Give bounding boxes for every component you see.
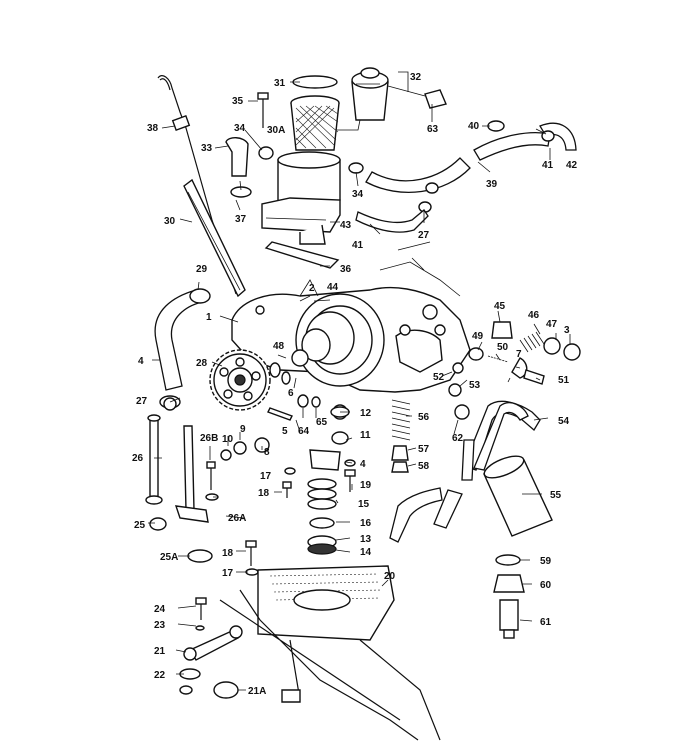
part-number-label: 16 <box>360 518 372 529</box>
part-number-label: 54 <box>558 416 570 427</box>
part-number-label: 6 <box>288 388 294 399</box>
dipstick-38 <box>157 75 237 295</box>
gear-7 <box>209 349 271 411</box>
fasteners-row <box>163 362 350 461</box>
relief-valve-stack <box>282 431 356 555</box>
part-number-label: 63 <box>427 124 439 135</box>
hose-54 <box>461 400 541 481</box>
bolts-left <box>195 461 259 631</box>
bolt-35 <box>257 92 269 128</box>
part-number-label: 2 <box>309 283 315 294</box>
bracket-21 <box>179 625 243 699</box>
part-number-label: 10 <box>222 434 234 445</box>
part-number-label: 62 <box>452 433 464 444</box>
part-number-label: 7 <box>516 349 522 360</box>
oil-filter-55 <box>483 455 553 537</box>
part-number-label: 41 <box>352 240 364 251</box>
part-number-label: 26 <box>132 453 144 464</box>
part-number-label: 21 <box>154 646 166 657</box>
part-number-label: 59 <box>540 556 552 567</box>
part-number-label: 5 <box>282 426 288 437</box>
part-number-label: 28 <box>196 358 208 369</box>
part-number-label: 32 <box>410 72 422 83</box>
part-number-label: 51 <box>558 375 570 386</box>
part-number-label: 56 <box>418 412 430 423</box>
part-number-label: 20 <box>384 571 396 582</box>
part-number-label: 33 <box>201 143 213 154</box>
part-number-label: 3 <box>564 325 570 336</box>
part-number-label: 30 <box>164 216 176 227</box>
pickup-tube-26 <box>145 414 213 563</box>
part-number-label: 65 <box>316 417 328 428</box>
part-number-label: 25A <box>160 552 178 563</box>
part-number-label: 61 <box>540 617 552 628</box>
part-number-label: 21A <box>248 686 266 697</box>
part-number-label: 43 <box>340 220 352 231</box>
part-number-label: 30A <box>267 125 285 136</box>
part-number-label: 14 <box>360 547 372 558</box>
leader-lines <box>148 71 571 691</box>
part-number-label: 39 <box>486 179 498 190</box>
part-number-label: 34 <box>352 189 364 200</box>
filter-assembly-30 <box>261 75 341 269</box>
part-number-label: 4 <box>138 356 144 367</box>
part-number-label: 46 <box>528 310 540 321</box>
part-number-label: 15 <box>358 499 370 510</box>
part-number-label: 27 <box>418 230 430 241</box>
part-number-label: 18 <box>222 548 234 559</box>
part-number-label: 42 <box>566 160 578 171</box>
part-number-label: 64 <box>298 426 310 437</box>
part-number-label: 26A <box>228 513 246 524</box>
part-number-label: 13 <box>360 534 372 545</box>
part-number-label: 41 <box>542 160 554 171</box>
part-number-label: 1 <box>206 312 212 323</box>
sender-unit-61 <box>493 554 525 639</box>
part-number-label: 40 <box>468 121 480 132</box>
oil-pan-20 <box>219 565 441 741</box>
part-number-label: 58 <box>418 461 430 472</box>
elbow-33 <box>225 137 274 198</box>
part-number-label: 17 <box>222 568 234 579</box>
part-number-label: 8 <box>264 447 270 458</box>
part-number-label: 34 <box>234 123 246 134</box>
hose-28 <box>154 288 211 409</box>
part-number-label: 49 <box>472 331 484 342</box>
part-number-label: 9 <box>240 424 246 435</box>
part-number-label: 19 <box>360 480 372 491</box>
hose-lower <box>389 487 463 543</box>
part-number-label: 48 <box>273 341 285 352</box>
part-number-label: 45 <box>494 301 506 312</box>
part-number-label: 25 <box>134 520 146 531</box>
pump-housing-1 <box>231 241 471 393</box>
hose-43 <box>355 209 429 233</box>
part-number-label: 12 <box>360 408 372 419</box>
part-number-label: 60 <box>540 580 552 591</box>
part-number-label: 47 <box>546 319 558 330</box>
part-number-label: 24 <box>154 604 166 615</box>
part-number-label: 57 <box>418 444 430 455</box>
part-number-label: 26B <box>200 433 218 444</box>
spring-56 <box>391 399 411 473</box>
part-number-label: 23 <box>154 620 166 631</box>
part-number-label: 55 <box>550 490 562 501</box>
part-number-label: 4 <box>360 459 366 470</box>
part-number-label: 11 <box>360 430 371 441</box>
part-number-label: 36 <box>340 264 352 275</box>
part-number-label: 17 <box>260 471 272 482</box>
part-number-label: 22 <box>154 670 166 681</box>
part-number-label: 44 <box>327 282 339 293</box>
part-number-label: 35 <box>232 96 244 107</box>
part-number-label: 29 <box>196 264 208 275</box>
part-number-label: 31 <box>274 78 286 89</box>
part-number-label: 18 <box>258 488 270 499</box>
part-number-label: 50 <box>497 342 509 353</box>
part-number-label: 27 <box>136 396 148 407</box>
dipstick-tube-37 <box>183 178 246 298</box>
part-number-label: 38 <box>147 123 159 134</box>
part-number-label: 37 <box>235 214 247 225</box>
part-number-label: 53 <box>469 380 481 391</box>
part-number-label: 52 <box>433 372 445 383</box>
